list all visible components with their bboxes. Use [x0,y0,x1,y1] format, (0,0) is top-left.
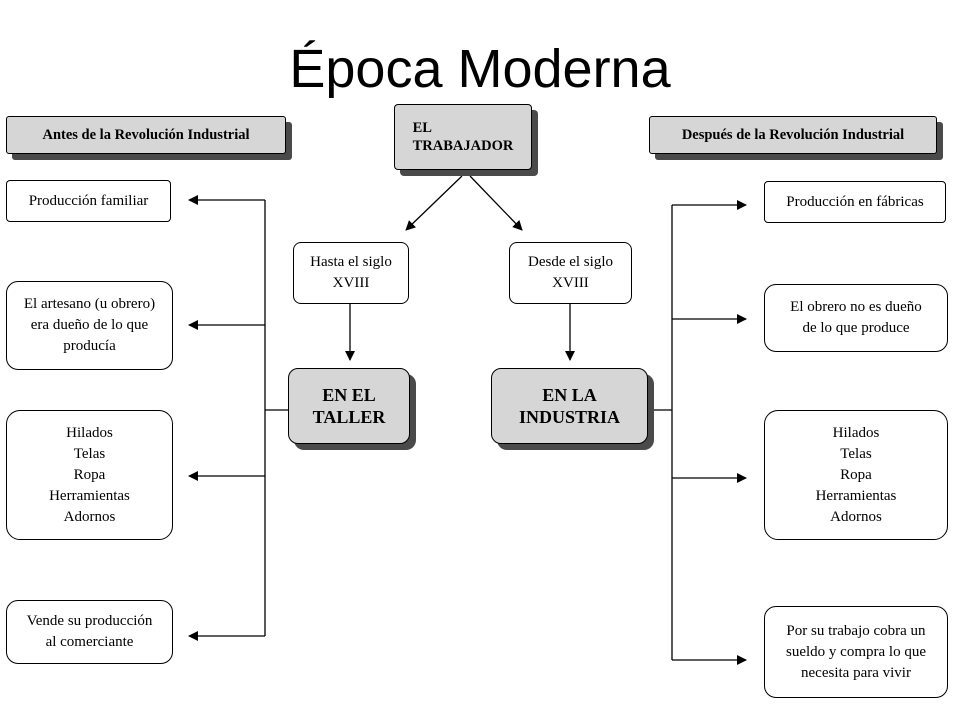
place-industry-label: EN LA INDUSTRIA [518,385,621,427]
period-since-label: Desde el siglo XVIII [528,254,613,291]
root-to-right-arrow [469,175,523,231]
place-workshop: EN EL TALLER [288,368,410,444]
header-after-revolution: Después de la Revolución Industrial [649,116,937,154]
left-item-1: Producción familiar [6,180,171,222]
root-node-worker: EL TRABAJADOR [394,104,532,170]
right-item-3: Hilados Telas Ropa Herramientas Adornos [764,410,948,540]
left-item-3: Hilados Telas Ropa Herramientas Adornos [6,410,173,540]
period-since-xviii: Desde el siglo XVIII [509,242,632,304]
left-item-2-label: El artesano (u obrero) era dueño de lo q… [23,296,156,354]
left-item-2: El artesano (u obrero) era dueño de lo q… [6,281,173,370]
right-item-1: Producción en fábricas [764,181,946,223]
right-item-3-label: Hilados Telas Ropa Herramientas Adornos [815,424,897,525]
root-to-left-arrow [405,175,463,231]
header-after-label: Después de la Revolución Industrial [681,126,905,143]
period-until-xviii: Hasta el siglo XVIII [293,242,409,304]
period-until-label: Hasta el siglo XVIII [310,254,392,291]
left-item-1-label: Producción familiar [28,192,149,209]
right-item-2: El obrero no es dueño de lo que produce [764,284,948,352]
header-before-revolution: Antes de la Revolución Industrial [6,116,286,154]
root-node-label: EL TRABAJADOR [412,120,514,154]
left-item-4-label: Vende su producción al comerciante [26,613,153,650]
right-item-4: Por su trabajo cobra un sueldo y compra … [764,606,948,698]
right-item-2-label: El obrero no es dueño de lo que produce [790,299,922,336]
place-workshop-label: EN EL TALLER [312,385,386,427]
place-industry: EN LA INDUSTRIA [491,368,648,444]
right-item-1-label: Producción en fábricas [786,193,924,210]
left-item-4: Vende su producción al comerciante [6,600,173,664]
header-before-label: Antes de la Revolución Industrial [42,126,250,143]
page-title: Época Moderna [289,39,671,99]
left-item-3-label: Hilados Telas Ropa Herramientas Adornos [49,424,130,525]
right-item-4-label: Por su trabajo cobra un sueldo y compra … [786,622,926,681]
